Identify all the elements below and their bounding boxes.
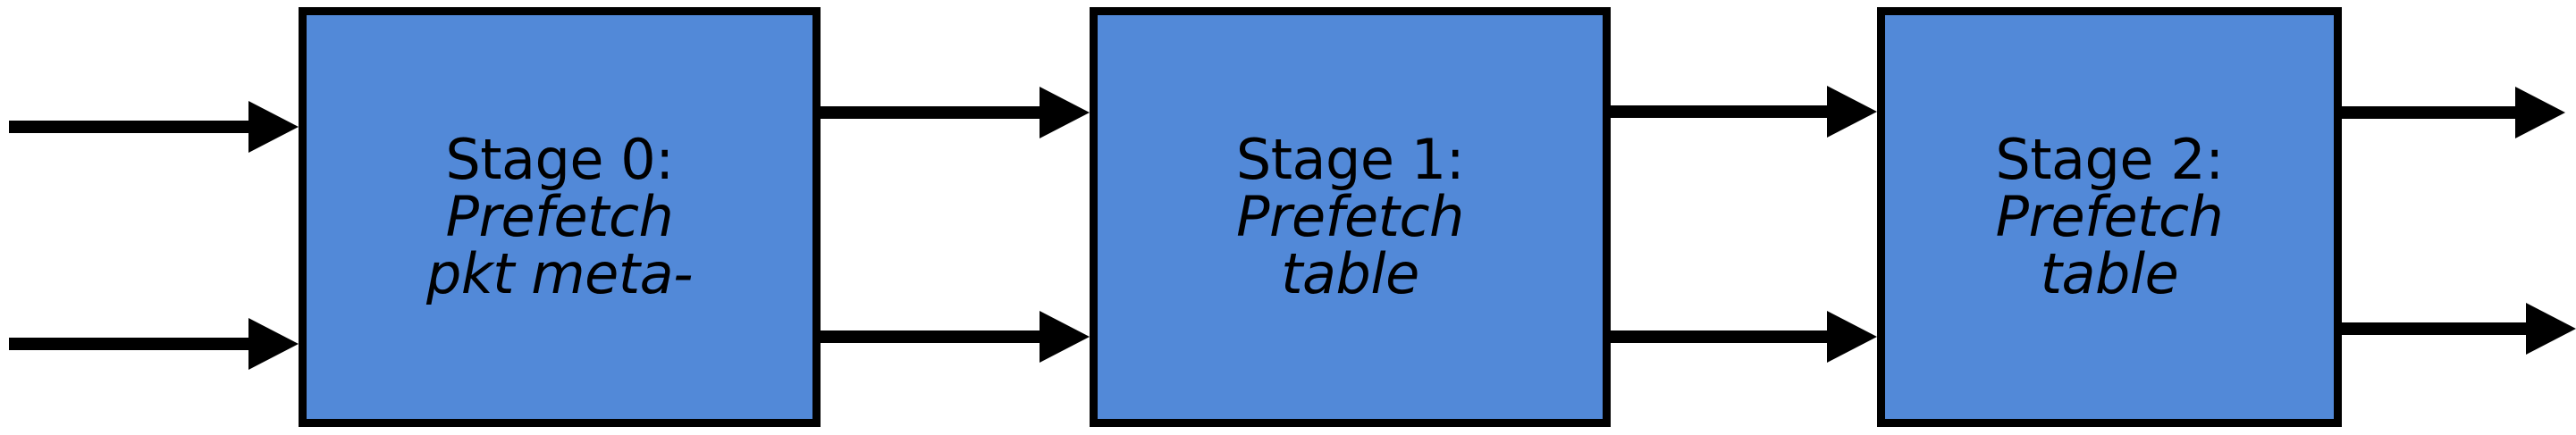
arrow-head-icon — [248, 101, 299, 153]
stage-2-title: Stage 2: — [1995, 127, 2224, 193]
arrow-shaft — [1611, 105, 1831, 118]
arrow-head-icon — [2526, 303, 2576, 355]
arrow-shaft — [821, 106, 1043, 119]
arrow-shaft — [2342, 106, 2519, 119]
arrow-head-icon — [2515, 87, 2565, 138]
stage-0-subtitle-line-1: Prefetch — [445, 184, 674, 250]
arrow-shaft — [1611, 330, 1831, 343]
arrow-head-icon — [1040, 311, 1090, 363]
stage-box-2[interactable]: Stage 2: Prefetch table — [1877, 7, 2342, 427]
arrow-head-icon — [1827, 311, 1877, 363]
stage-2-subtitle-line-1: Prefetch — [1995, 184, 2224, 250]
stage-1-subtitle-line-1: Prefetch — [1236, 184, 1464, 250]
stage-1-title: Stage 1: — [1235, 127, 1465, 193]
arrow-head-icon — [1040, 87, 1090, 138]
arrow-shaft — [9, 121, 252, 133]
arrow-head-icon — [248, 318, 299, 370]
arrow-shaft — [2342, 322, 2530, 335]
stage-0-subtitle-line-2: pkt meta- — [426, 240, 694, 306]
stage-1-subtitle-line-2: table — [1281, 240, 1419, 306]
stage-box-1[interactable]: Stage 1: Prefetch table — [1090, 7, 1611, 427]
stage-0-title: Stage 0: — [445, 127, 674, 193]
arrow-shaft — [9, 338, 252, 350]
arrow-shaft — [821, 330, 1043, 343]
arrow-head-icon — [1827, 86, 1877, 138]
stage-2-subtitle-line-2: table — [2040, 240, 2179, 306]
stage-box-0[interactable]: Stage 0: Prefetch pkt meta- — [299, 7, 821, 427]
